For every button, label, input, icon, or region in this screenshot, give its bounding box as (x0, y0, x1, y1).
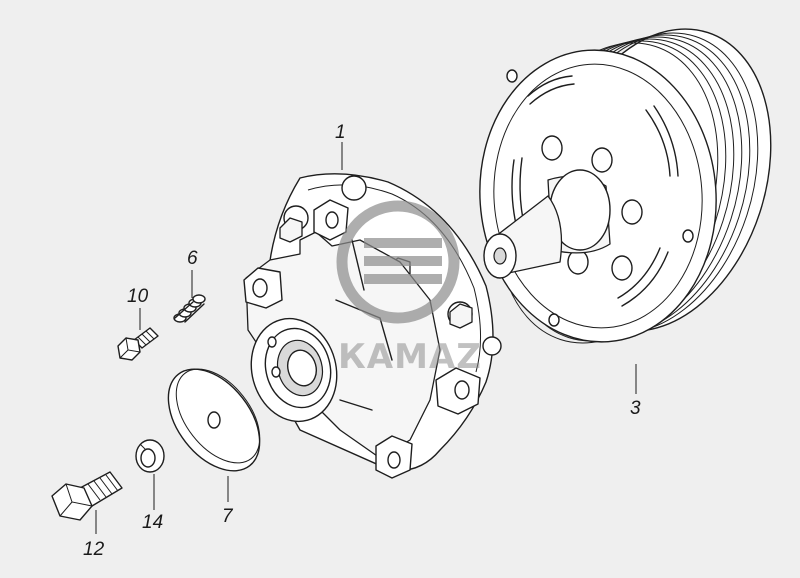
callout-10: 10 (127, 286, 149, 307)
callout-3: 3 (630, 398, 641, 419)
lock-washer-part-14 (135, 439, 165, 473)
watermark-text: КАМАZ (338, 337, 482, 377)
leader-lines (95, 142, 637, 534)
callout-labels: 1 3 6 7 10 12 14 (83, 122, 641, 560)
bolt-part-10 (117, 327, 159, 361)
bolt-part-12 (51, 471, 123, 521)
pulley-part-3 (479, 28, 772, 344)
callout-7: 7 (222, 506, 234, 527)
spring-part-6 (173, 294, 206, 323)
housing-part-1 (243, 173, 502, 479)
kamaz-logo-watermark: КАМАZ (336, 200, 482, 377)
washer-part-7 (167, 368, 261, 472)
callout-12: 12 (83, 539, 105, 560)
callout-6: 6 (187, 248, 198, 269)
callout-1: 1 (335, 122, 346, 143)
callout-14: 14 (142, 512, 163, 533)
